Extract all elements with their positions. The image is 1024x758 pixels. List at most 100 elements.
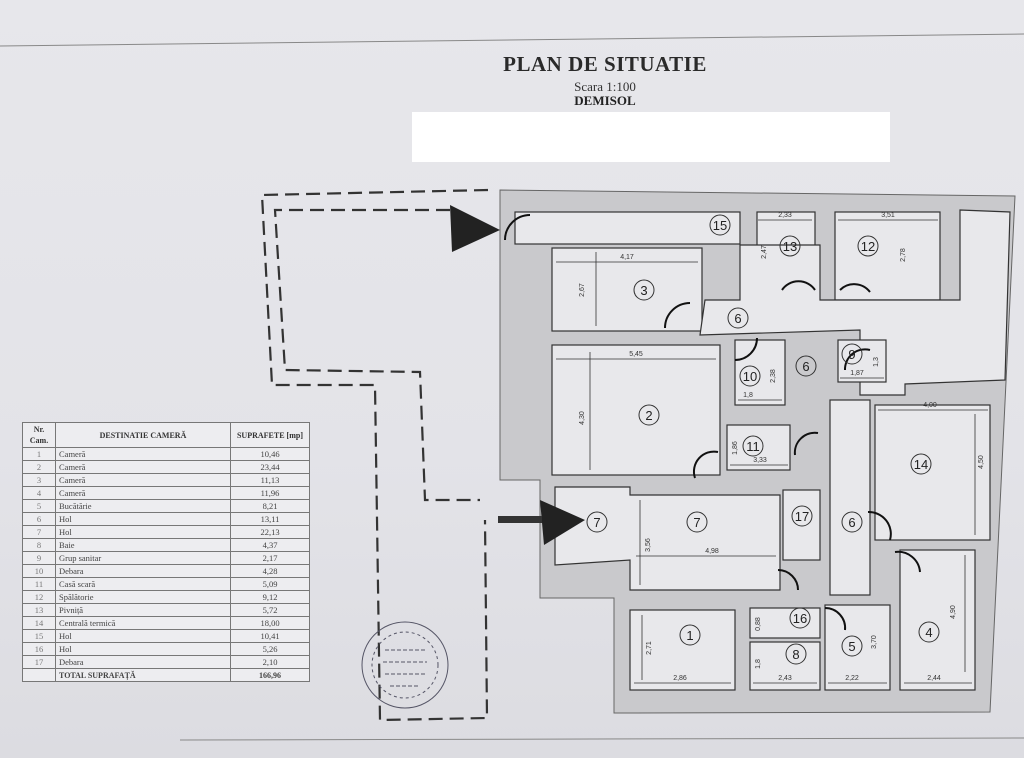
room-area: 13,11 [230, 512, 310, 526]
room-area: 5,26 [230, 642, 310, 656]
dimension-label: 4,00 [923, 402, 937, 409]
room-number: 5 [22, 499, 56, 513]
room-label-14: 14 [914, 457, 928, 472]
plan-scale: Scara 1:100 [574, 79, 636, 94]
dimension-label: 2,71 [646, 641, 653, 655]
room-destination: Debara [55, 564, 231, 578]
plan-title: PLAN DE SITUATIE [503, 52, 707, 76]
room-label-11: 11 [746, 439, 760, 454]
room-area: 10,41 [230, 629, 310, 643]
room-number: 16 [22, 642, 56, 656]
room-areas-table: Nr. Cam. DESTINATIE CAMERĂ SUPRAFETE [mp… [22, 422, 310, 682]
room-number: 3 [22, 473, 56, 487]
dimension-label: 2,78 [900, 248, 907, 262]
room-number: 2 [22, 460, 56, 474]
room-label-17: 17 [795, 509, 809, 524]
dimension-label: 3,70 [871, 635, 878, 649]
room-label-1: 1 [686, 628, 693, 643]
dimension-label: 1,86 [732, 441, 739, 455]
room-5 [824, 604, 891, 691]
room-label-6: 6 [734, 311, 741, 326]
room-number: 1 [22, 447, 56, 461]
room-destination: Hol [55, 525, 231, 539]
dimension-label: 4,90 [950, 605, 957, 619]
room-destination: Cameră [55, 460, 231, 474]
dimension-label: 2,38 [770, 369, 777, 383]
room-destination: Baie [55, 538, 231, 552]
room-area: 23,44 [230, 460, 310, 474]
room-label-6: 6 [848, 515, 855, 530]
room-number: 9 [22, 551, 56, 565]
room-label-12: 12 [861, 239, 875, 254]
room-labels: 15 3 2 13 12 6 10 6 9 11 14 7 7 17 6 1 1… [586, 214, 940, 665]
total-number-cell [22, 668, 56, 682]
room-area: 9,12 [230, 590, 310, 604]
room-number: 10 [22, 564, 56, 578]
room-label-16: 16 [793, 611, 807, 626]
room-destination: Hol [55, 629, 231, 643]
room-label-7: 7 [693, 515, 700, 530]
dimension-label: 2,67 [579, 283, 586, 297]
room-label-13: 13 [783, 239, 797, 254]
rooms [514, 209, 1011, 691]
room-destination: Hol [55, 642, 231, 656]
top-border-line [0, 33, 1024, 47]
room-area: 11,96 [230, 486, 310, 500]
dimension-label: 4,17 [620, 254, 634, 261]
arrow-shaft [498, 516, 542, 523]
room-label-5: 5 [848, 639, 855, 654]
dimension-label: 0,88 [755, 617, 762, 631]
entrance-arrow-icon [540, 500, 585, 545]
room-label-15: 15 [713, 218, 727, 233]
room-1 [629, 609, 736, 691]
room-area: 22,13 [230, 525, 310, 539]
dimension-label: 3,51 [881, 212, 895, 219]
room-number: 17 [22, 655, 56, 669]
dimension-label: 2,33 [778, 212, 792, 219]
room-destination: Grup sanitar [55, 551, 231, 565]
room-17 [782, 489, 821, 561]
room-area: 8,21 [230, 499, 310, 513]
room-area: 11,13 [230, 473, 310, 487]
room-label-2: 2 [645, 408, 652, 423]
dimension-label: 1,8 [755, 659, 762, 669]
room-number: 15 [22, 629, 56, 643]
dimension-label: 1,3 [873, 357, 880, 367]
column-header-number: Nr. Cam. [22, 422, 56, 448]
dimension-label: 4,98 [705, 548, 719, 555]
dimension-label: 1,87 [850, 370, 864, 377]
dimension-label: 2,47 [761, 245, 768, 259]
doors [504, 214, 921, 631]
room-8 [749, 641, 821, 691]
room-destination: Cameră [55, 447, 231, 461]
column-header-area: SUPRAFETE [mp] [230, 422, 310, 448]
room-number: 13 [22, 603, 56, 617]
bottom-border-line [179, 737, 1024, 741]
room-number: 14 [22, 616, 56, 630]
room-12 [834, 211, 941, 301]
room-number: 4 [22, 486, 56, 500]
room-area: 5,72 [230, 603, 310, 617]
room-destination: Debara [55, 655, 231, 669]
entrance-arrow-icon [450, 205, 500, 252]
dimension-label: 2,44 [927, 675, 941, 682]
room-area: 10,46 [230, 447, 310, 461]
room-area: 4,37 [230, 538, 310, 552]
room-destination: Cameră [55, 473, 231, 487]
dimension-labels: 2,33 3,51 2,47 2,78 4,17 2,67 5,45 4,30 … [556, 212, 988, 684]
room-destination: Centrală termică [55, 616, 231, 630]
plan-level: DEMISOL [574, 93, 636, 108]
room-number: 6 [22, 512, 56, 526]
room-label-9: 9 [848, 347, 855, 362]
